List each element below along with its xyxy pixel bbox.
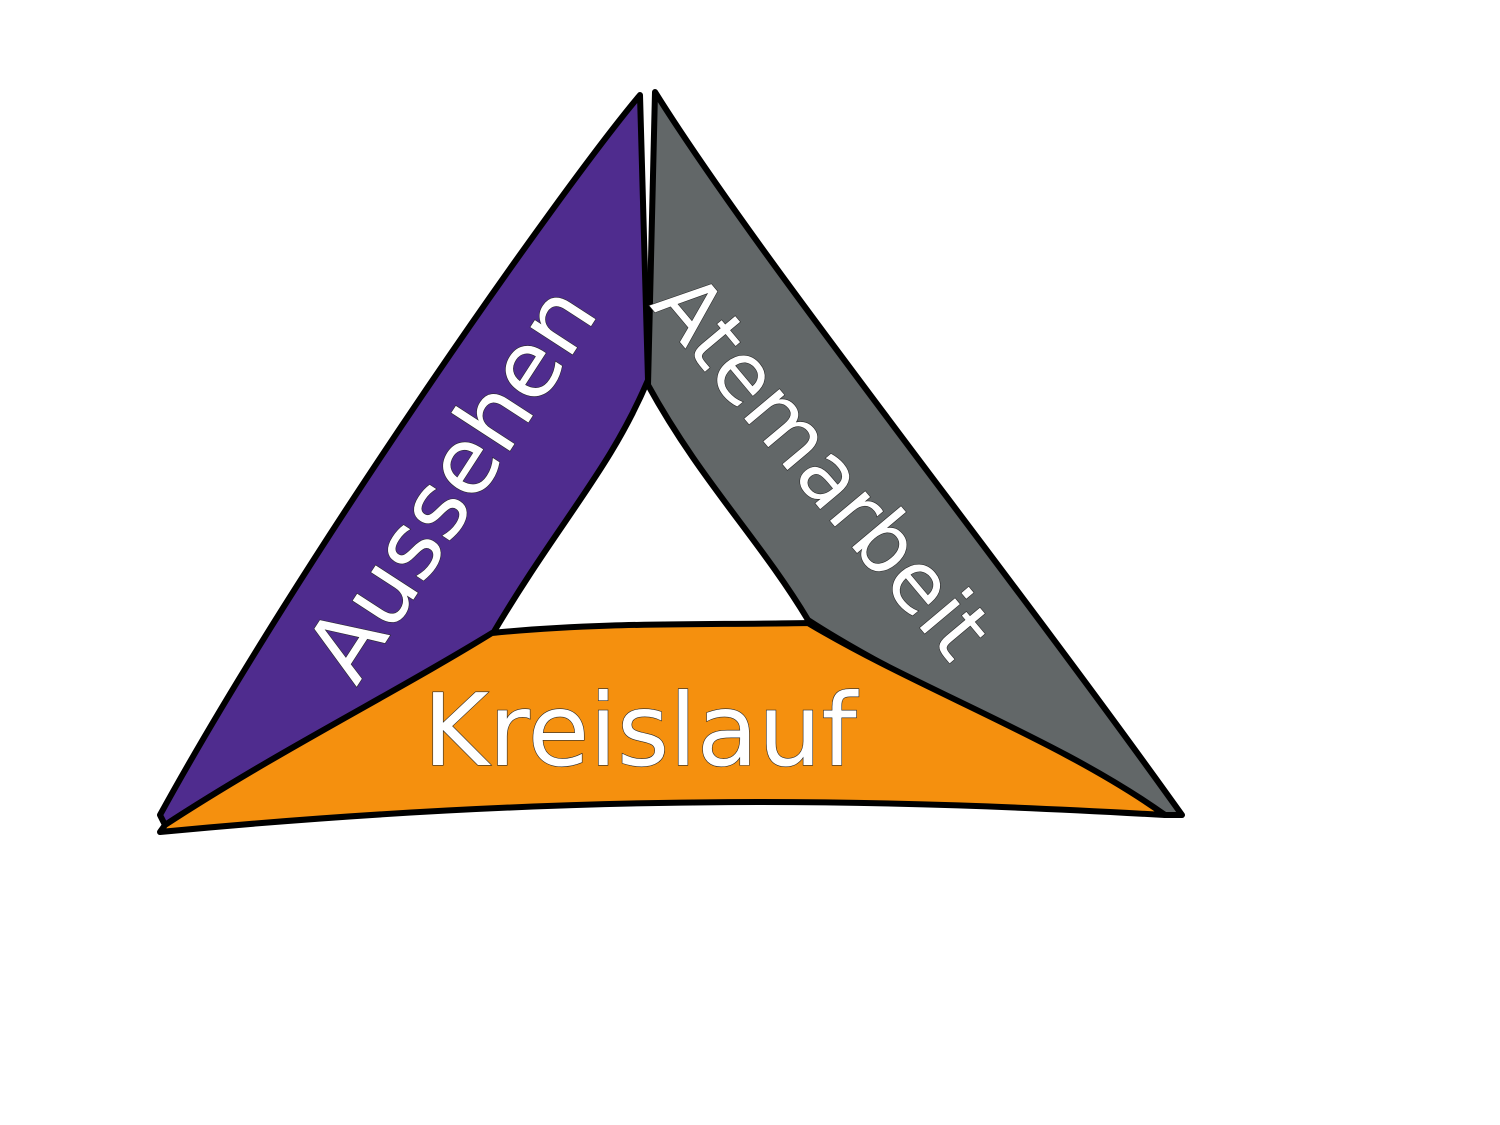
label-kreislauf: Kreislauf — [423, 672, 859, 789]
side-kreislauf — [157, 620, 1168, 835]
